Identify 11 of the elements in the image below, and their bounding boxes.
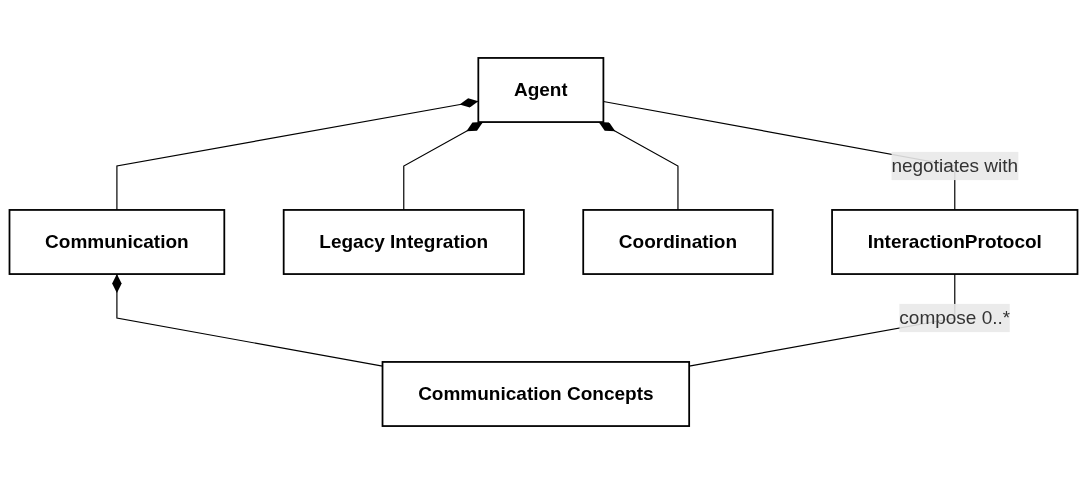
edge-label: negotiates with bbox=[891, 155, 1019, 176]
node-box: Agent bbox=[477, 57, 605, 123]
node-box: Legacy Integration bbox=[282, 209, 525, 275]
node-box: Communication bbox=[8, 209, 226, 275]
node-box: Communication Concepts bbox=[381, 361, 691, 427]
connector bbox=[403, 121, 484, 211]
edge-label: compose 0..* bbox=[899, 307, 1011, 328]
connector bbox=[598, 121, 679, 211]
node-box: Coordination bbox=[582, 209, 774, 275]
node-box: InteractionProtocol bbox=[831, 209, 1079, 275]
connector bbox=[116, 98, 479, 211]
